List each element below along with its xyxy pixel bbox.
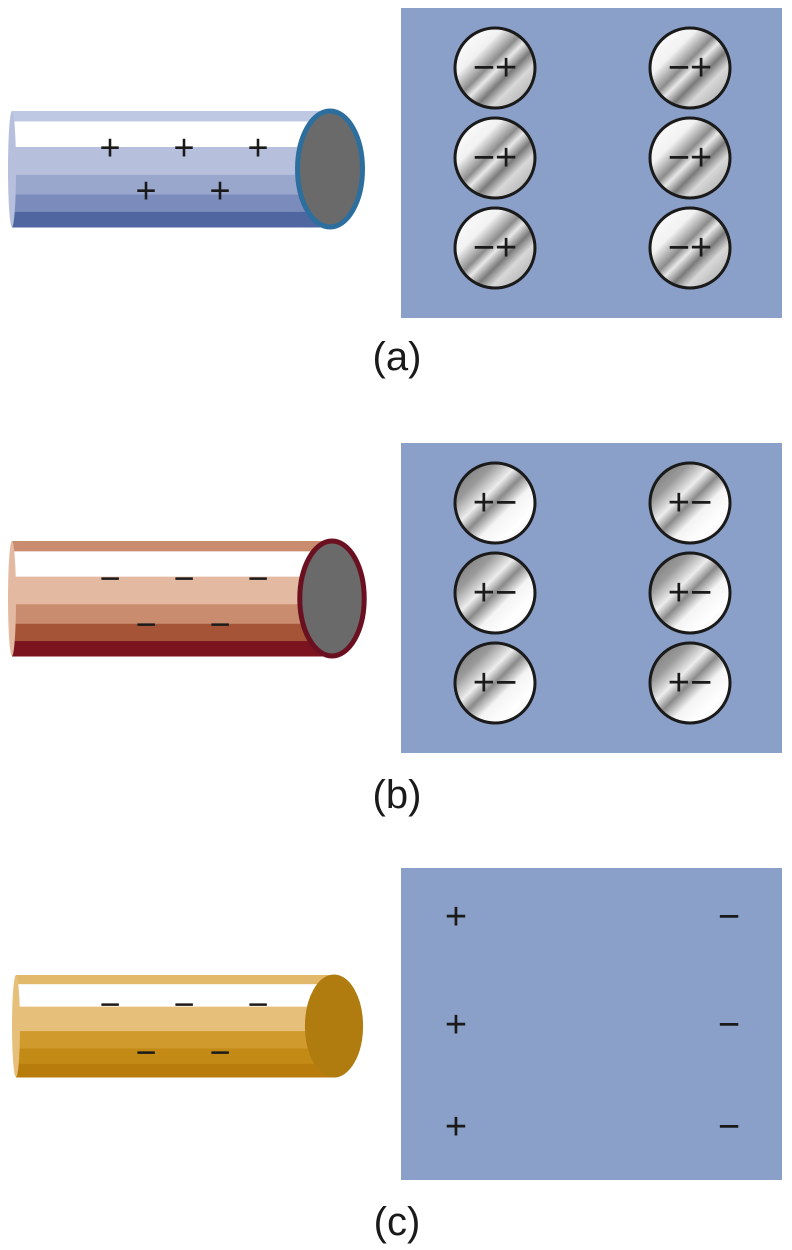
glass-rod: + + + + +	[8, 108, 365, 230]
rod-charge-sign: −	[135, 1032, 156, 1073]
polarized-particle: +−	[648, 461, 732, 545]
rod-charge-sign: +	[99, 127, 120, 168]
material-box	[401, 868, 782, 1180]
particle-charge-label: +−	[473, 662, 517, 704]
rod-tip	[8, 541, 16, 656]
particle-charge-label: +−	[473, 572, 517, 614]
particle-sphere	[453, 551, 537, 635]
polarized-particle: −+	[648, 26, 732, 110]
particle-sphere	[453, 116, 537, 200]
rod-band	[16, 1048, 334, 1065]
rod-end-face	[297, 538, 367, 659]
polarized-particle: +−	[453, 551, 537, 635]
surface-charge-right: −	[718, 896, 740, 938]
rod-tip	[8, 111, 16, 227]
panel-a: + + + + + −+ −+ −+ −+ −+ −+ (a)	[8, 8, 782, 379]
surface-charge-right: −	[718, 1106, 740, 1148]
rod-body	[8, 111, 330, 228]
panel-caption: (c)	[374, 1200, 421, 1244]
rod-band	[12, 194, 330, 213]
particle-sphere	[648, 551, 732, 635]
rod-band	[12, 604, 332, 625]
particle-charge-label: +−	[473, 482, 517, 524]
particle-charge-label: −+	[473, 47, 517, 89]
polarized-particle: +−	[453, 641, 537, 725]
rod-end-face	[295, 108, 365, 230]
particle-sphere	[453, 26, 537, 110]
rod-charge-sign: −	[135, 604, 156, 645]
polarized-particle: −+	[453, 116, 537, 200]
rod-band	[16, 1031, 334, 1049]
rod-band	[12, 146, 330, 176]
rod-band	[12, 576, 332, 605]
polarized-particles: −+ −+ −+ −+ −+ −+	[453, 26, 732, 290]
rod-charge-sign: −	[173, 558, 194, 599]
polarized-particle: +−	[453, 461, 537, 545]
surface-charge-right: −	[718, 1004, 740, 1046]
polarized-particle: −+	[453, 26, 537, 110]
rod-band	[12, 541, 332, 552]
particle-sphere	[648, 26, 732, 110]
panel-caption: (b)	[373, 773, 422, 817]
rod-band	[12, 111, 330, 122]
surface-charge-left: +	[445, 896, 467, 938]
particle-charge-label: −+	[668, 47, 712, 89]
rod-charge-sign: −	[247, 558, 268, 599]
particle-charge-label: +−	[668, 662, 712, 704]
particle-sphere	[648, 206, 732, 290]
gold-rod: −−−−−	[12, 974, 364, 1078]
polarized-particle: −+	[648, 116, 732, 200]
rod-charge-sign: +	[135, 170, 156, 211]
particle-charge-label: −+	[668, 137, 712, 179]
panel-caption: (a)	[373, 335, 422, 379]
rod-charge-sign: −	[209, 604, 230, 645]
rod-band	[12, 551, 332, 578]
rod-band	[12, 641, 332, 657]
rod-charge-sign: −	[209, 1032, 230, 1073]
rod-band	[16, 984, 334, 1008]
rod-charge-sign: −	[173, 984, 194, 1025]
surface-charge-left: +	[445, 1004, 467, 1046]
rod-band	[12, 211, 330, 228]
rod-band	[12, 623, 332, 642]
particle-charge-label: −+	[473, 227, 517, 269]
polarized-particle: +−	[648, 551, 732, 635]
particle-sphere	[453, 641, 537, 725]
polarized-particle: +−	[648, 641, 732, 725]
particle-charge-label: +−	[668, 572, 712, 614]
amber-rod: −−−−−	[8, 538, 367, 659]
particle-charge-label: −+	[668, 227, 712, 269]
rod-body	[12, 975, 334, 1078]
particle-sphere	[453, 461, 537, 545]
particle-charge-label: −+	[473, 137, 517, 179]
rod-band	[16, 1063, 334, 1078]
rod-tip	[12, 975, 20, 1077]
rod-charge-sign: −	[99, 984, 120, 1025]
rod-body	[8, 541, 332, 657]
surface-charges: + + + − − −	[445, 896, 740, 1148]
rod-band	[16, 1006, 334, 1032]
rod-band	[16, 975, 334, 985]
rod-charge-sign: +	[209, 170, 230, 211]
rod-end-face	[304, 974, 364, 1078]
panel-b: −−−−− +−+−+−+−+−+− (b)	[8, 443, 782, 817]
rod-charge-sign: +	[173, 127, 194, 168]
polarized-particles: +− +− +− +− +− +−	[453, 461, 732, 725]
panel-c: −−−−− +++−−− (c)	[12, 868, 782, 1244]
particle-sphere	[648, 461, 732, 545]
rod-band	[12, 121, 330, 148]
particle-charge-label: +−	[668, 482, 712, 524]
surface-charge-left: +	[445, 1106, 467, 1148]
rod-band	[12, 174, 330, 196]
particle-sphere	[453, 206, 537, 290]
particle-sphere	[648, 641, 732, 725]
polarized-particle: −+	[648, 206, 732, 290]
rod-charge-sign: −	[99, 558, 120, 599]
rod-charge-sign: −	[247, 984, 268, 1025]
polarized-particle: −+	[453, 206, 537, 290]
particle-sphere	[648, 116, 732, 200]
rod-charge-sign: +	[247, 127, 268, 168]
